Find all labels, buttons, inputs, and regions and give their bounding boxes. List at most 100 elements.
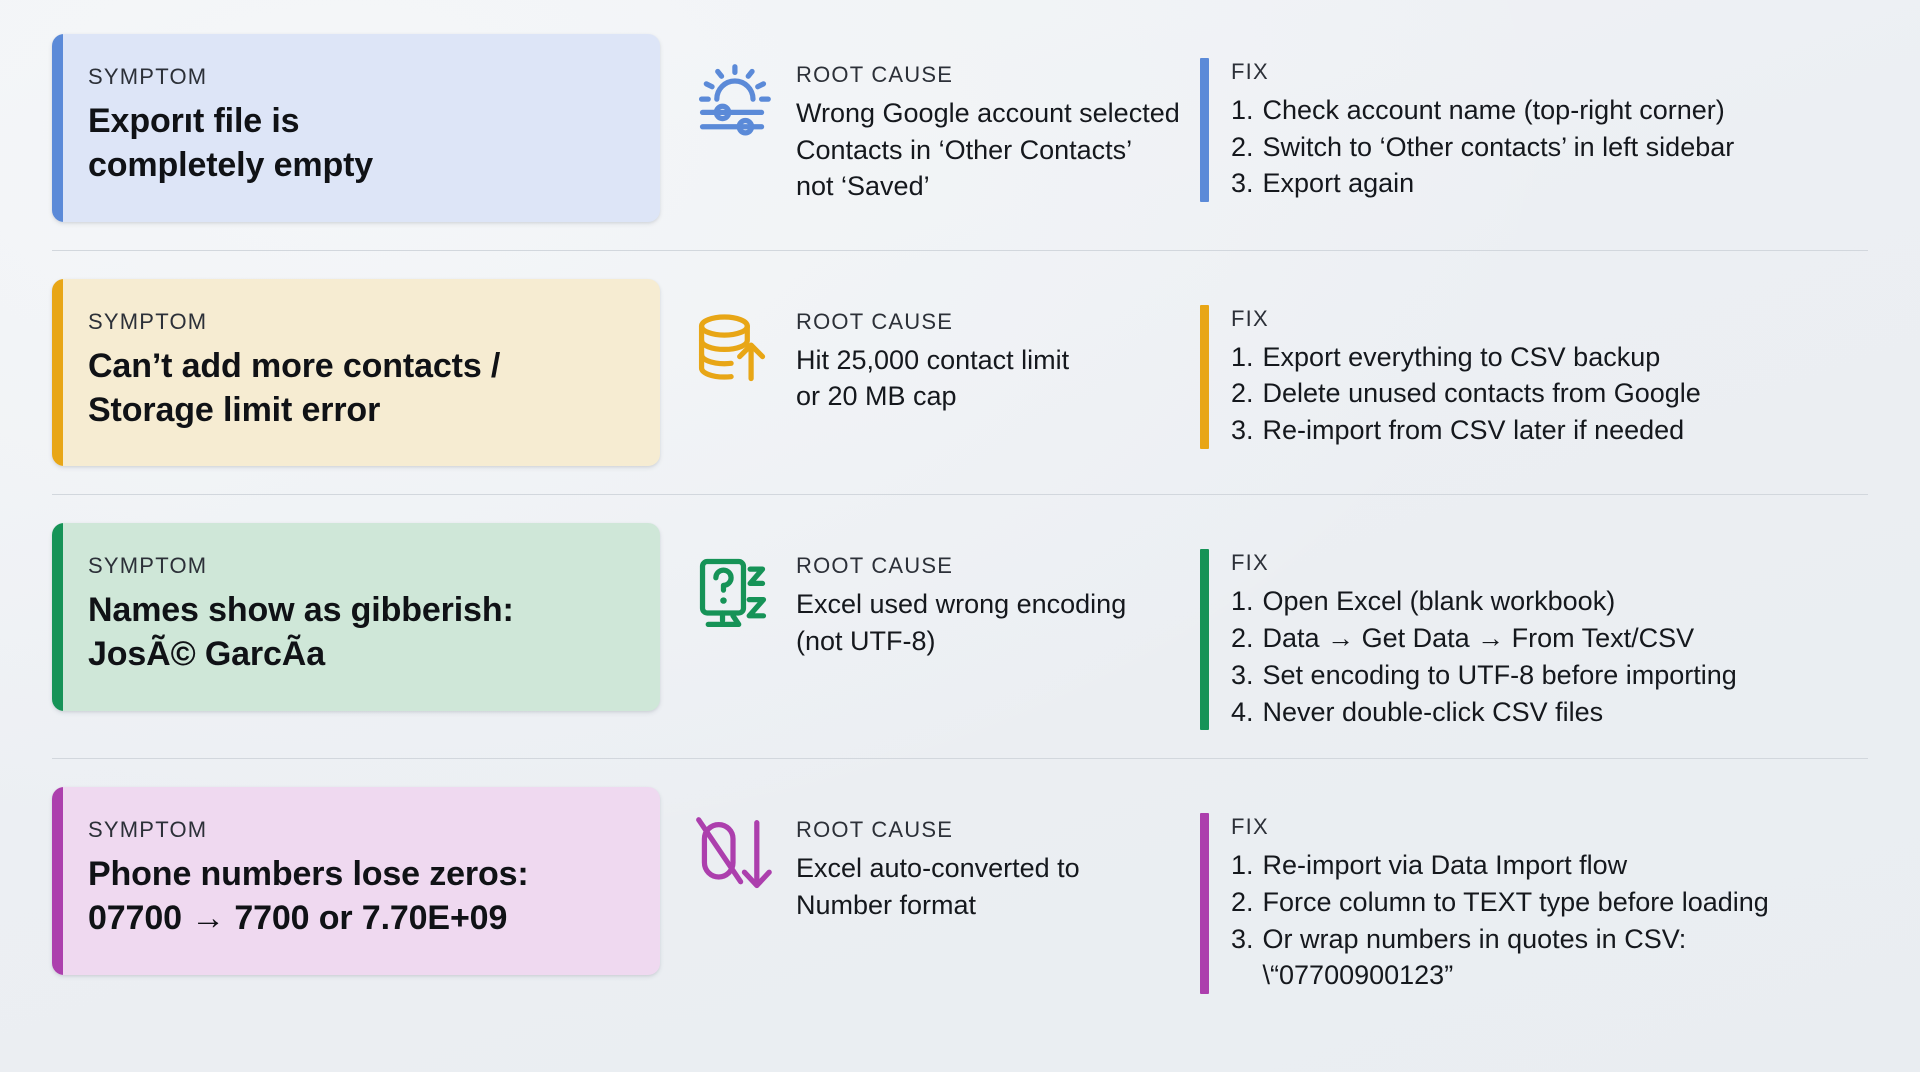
row-separator: [52, 494, 1868, 496]
symptom-title-line: Can’t add more contacts /: [88, 346, 501, 385]
fix-kicker: FIX: [1231, 550, 1269, 576]
fix-item-text: Check account name (top-right corner): [1262, 95, 1725, 125]
symptom-title-line: 07700 → 7700 or 7.70E+09: [88, 899, 508, 938]
symptom-card: SYMPTOM Phone numbers lose zeros: 07700 → …: [52, 787, 660, 976]
fix-item-text-wrap: Or wrap numbers in quotes in CSV:\“07700…: [1263, 921, 1769, 994]
symptom-title-line: Phone numbers lose zeros:: [88, 855, 529, 894]
fix-item-number: 1.: [1231, 95, 1254, 125]
fix-accent-bar: [1200, 813, 1209, 995]
symptom-card: SYMPTOM Names show as gibberish:JosÃ© Gar…: [52, 523, 660, 712]
fix-item-text: Force column to TEXT type before loading: [1262, 887, 1769, 918]
fix-item-text-wrap: Never double-click CSV files: [1263, 694, 1737, 731]
symptom-kicker: SYMPTOM: [88, 553, 208, 579]
fix-list: 1. Re-import via Data Import flow 2. Force …: [1231, 847, 1769, 994]
fix-item-text-wrap: Switch to ‘Other contacts’ in left sideb…: [1263, 129, 1735, 166]
fix-item-text: Re-import from CSV later if needed: [1262, 415, 1685, 446]
fix-item-text-wrap: Force column to TEXT type before loading: [1263, 884, 1769, 921]
fix-accent-bar: [1200, 304, 1209, 449]
fix-item-text: Set encoding to UTF-8 before importing: [1262, 659, 1737, 690]
fix-item-text-wrap: Delete unused contacts from Google: [1263, 375, 1701, 412]
fix-item-text: Delete unused contacts from Google: [1262, 378, 1701, 409]
root-cause-column: ROOT CAUSE Excel used wrong encoding (not …: [660, 523, 1190, 659]
fix-list: 1. Export everything to CSV backup 2. Delet…: [1231, 339, 1701, 449]
symptom-title-line: JosÃ© GarcÃ­a: [88, 635, 325, 674]
root-cause-line: Contacts in ‘Other Contacts’: [796, 134, 1133, 165]
fix-item-number: 1.: [1231, 586, 1254, 617]
fix-item-text-wrap: Re-import via Data Import flow: [1263, 847, 1769, 884]
symptom-title: Phone numbers lose zeros: 07700 → 7700 or…: [88, 853, 626, 941]
fix-list-item: 1. Export everything to CSV backup: [1231, 339, 1701, 376]
fix-list: 1. Open Excel (blank workbook) 2. Data → Ge…: [1231, 583, 1737, 730]
row-separator: [52, 249, 1868, 251]
root-cause-line: or 20 MB cap: [796, 381, 957, 412]
fix-item-text-wrap: Set encoding to UTF-8 before importing: [1263, 657, 1737, 694]
fix-item-number: 1.: [1231, 850, 1254, 881]
fix-item-text: Never double-click CSV files: [1262, 696, 1604, 727]
zero-dropped-arrow-icon: [692, 815, 774, 897]
root-cause-line: Excel used wrong encoding: [796, 589, 1127, 620]
fix-list-item: 1. Re-import via Data Import flow: [1231, 847, 1769, 884]
fix-item-number: 3.: [1231, 168, 1254, 199]
root-cause-line: Number format: [796, 890, 977, 921]
unknown-character-document-icon: [692, 551, 774, 633]
fix-item-text-wrap: Data → Get Data → From Text/CSV: [1263, 620, 1737, 657]
fix-item-number: 2.: [1231, 378, 1254, 409]
fix-kicker: FIX: [1231, 59, 1269, 84]
root-cause-line: (not UTF-8): [796, 626, 936, 657]
fix-item-number: 2.: [1231, 131, 1254, 162]
fix-list-item: 2. Data → Get Data → From Text/CSV: [1231, 620, 1737, 657]
fix-item-text-wrap: Open Excel (blank workbook): [1263, 583, 1737, 620]
fix-item-text-wrap: Export again: [1263, 165, 1735, 202]
fix-item-text-wrap: Re-import from CSV later if needed: [1263, 412, 1701, 449]
fix-item-number: 2.: [1231, 623, 1254, 654]
symptom-kicker: SYMPTOM: [88, 817, 208, 843]
root-cause-kicker: ROOT CAUSE: [796, 553, 954, 579]
root-cause-kicker: ROOT CAUSE: [796, 817, 954, 843]
card-accent-bar: [52, 523, 63, 712]
fix-kicker: FIX: [1231, 305, 1269, 331]
fix-item-text: Open Excel (blank workbook): [1262, 586, 1616, 617]
fix-item-text: Or wrap numbers in quotes in CSV:: [1262, 923, 1687, 954]
fix-body: FIX 1. Export everything to CSV backup 2. De…: [1231, 305, 1701, 449]
fix-column: FIX 1. Export everything to CSV backup 2. De…: [1190, 279, 1868, 449]
fix-item-number: 1.: [1231, 341, 1254, 372]
fix-item-text: Export again: [1262, 168, 1415, 199]
card-accent-bar: [52, 34, 63, 222]
symptom-title-line: Storage limit error: [88, 390, 381, 429]
fix-list-item: 1. Check account name (top-right corner): [1231, 92, 1734, 129]
fix-item-text-wrap: Check account name (top-right corner): [1263, 92, 1735, 129]
fix-item-text-wrap: Export everything to CSV backup: [1263, 339, 1701, 376]
fix-list-item: 2. Switch to ‘Other contacts’ in left sid…: [1231, 129, 1734, 166]
fix-item-number: 3.: [1231, 923, 1254, 954]
fix-accent-bar: [1200, 549, 1209, 731]
troubleshooting-row: SYMPTOM Phone numbers lose zeros: 07700 → …: [52, 759, 1868, 1024]
fix-list: 1. Check account name (top-right corner) 2…: [1231, 92, 1734, 202]
symptom-title: Can’t add more contacts / Storage limit e…: [88, 345, 626, 433]
fix-list-item: 2. Delete unused contacts from Google: [1231, 375, 1701, 412]
fix-item-number: 3.: [1231, 415, 1254, 446]
fix-body: FIX 1. Check account name (top-right corne…: [1231, 58, 1734, 202]
fix-item-number: 2.: [1231, 887, 1254, 918]
fix-list-item: 4.Never double-click CSV files: [1231, 694, 1737, 731]
card-accent-bar: [52, 278, 63, 467]
fix-column: FIX 1. Check account name (top-right corne…: [1190, 34, 1868, 203]
fix-item-text: Re-import via Data Import flow: [1262, 850, 1628, 881]
root-cause-text: Excel used wrong encoding (not UTF-8): [796, 586, 1126, 659]
fix-list-item: 3.Set encoding to UTF-8 before importing: [1231, 657, 1737, 694]
fix-list-item: 3. Export again: [1231, 165, 1734, 202]
symptom-title: Names show as gibberish:JosÃ© GarcÃ­a: [88, 589, 626, 677]
